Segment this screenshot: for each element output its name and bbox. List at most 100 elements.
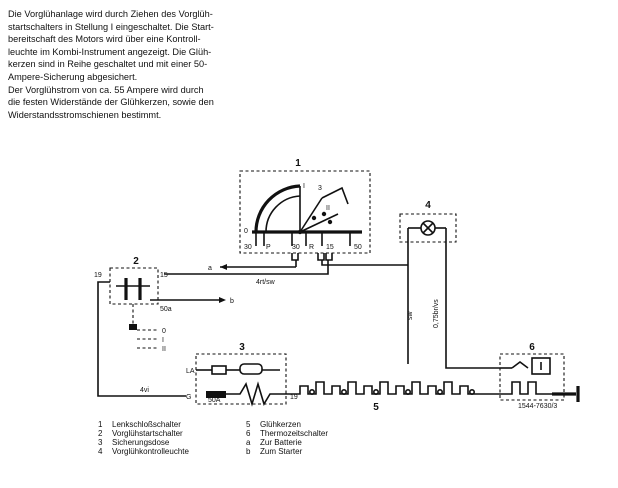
description-line: kerzen sind in Reihe geschaltet und mit …: [8, 59, 208, 70]
fuse-g: G: [186, 394, 191, 401]
legend-item: 1 Lenkschloßschalter: [98, 420, 189, 429]
legend-number: 1: [98, 420, 103, 429]
legend-number: 5: [246, 420, 251, 429]
description-line: Widerstandsstromschienen bestimmt.: [8, 109, 162, 120]
fuse-box-housing: [195, 353, 287, 405]
description-line: Ampere-Sicherung abgesichert.: [8, 71, 138, 82]
component-number-1: 1: [295, 158, 301, 169]
fuse-19: 19: [290, 394, 298, 401]
description-line: Der Vorglühstrom von ca. 55 Ampere wird …: [8, 84, 204, 95]
position-label: 0: [244, 228, 248, 235]
position-label: I: [303, 183, 305, 190]
description-line: die festen Widerstände der Glühkerzen, s…: [8, 97, 214, 108]
legend-text: Sicherungsdose: [112, 438, 170, 447]
timer-contact: [511, 361, 529, 369]
terminal-label: 30: [244, 244, 252, 251]
position-label: II: [326, 205, 330, 212]
wire-label-br-vs: 0,75br/vs: [433, 299, 440, 328]
description-line: Die Vorglühanlage wird durch Ziehen des …: [8, 9, 213, 19]
fuse-rating: 50A: [208, 397, 221, 404]
preglow-switch-2: 2 19 15 50a 0 I II: [94, 256, 172, 353]
contact-dot: [321, 211, 327, 217]
terminal-b: b: [230, 298, 234, 305]
pull-knob: [129, 324, 137, 330]
timer-heater: [500, 381, 552, 395]
lamp-housing: [399, 213, 457, 243]
legend-number: b: [246, 447, 251, 456]
wire-br-vs: [445, 228, 500, 369]
legend-item: 3 Sicherungsdose: [98, 438, 189, 447]
terminal-label: 15: [326, 244, 334, 251]
position-label: 0: [162, 328, 166, 335]
indicator-lamp-4: 4: [399, 200, 457, 243]
switch-arc: [254, 184, 301, 233]
pivot-dot: [297, 229, 303, 235]
terminal-19: 19: [94, 272, 102, 279]
fuse-box-3: 3 LA G 50A 19: [186, 342, 298, 407]
description-text: Die Vorglühanlage wird durch Ziehen des …: [8, 8, 278, 121]
plug-terminal: [308, 388, 315, 395]
position-label: II: [162, 346, 166, 353]
switch-housing-2: [109, 267, 159, 305]
plug-terminal: [404, 388, 411, 395]
legend-item: a Zur Batterie: [246, 438, 328, 447]
thermo-timer-6: 6 1544-7630/3: [499, 342, 580, 410]
wire-label-rt-sw: 4rt/sw: [256, 279, 276, 286]
description-line: leuchte im Kombi-Instrument angezeigt. D…: [8, 46, 212, 57]
plug-terminal: [468, 388, 475, 395]
contact-dot: [311, 215, 317, 221]
position-ray: [299, 197, 323, 233]
resistor: [211, 365, 227, 375]
lamp-cross: [422, 222, 434, 234]
diagram-id: 1544-7630/3: [518, 403, 557, 410]
terminal-a: a: [208, 265, 212, 272]
description-line: bereitschaft des Motors wird über eine K…: [8, 34, 201, 45]
component-number-3: 3: [239, 342, 245, 353]
legend-number: 2: [98, 429, 103, 438]
start-pointer: [321, 186, 349, 205]
fuse-la: LA: [186, 368, 195, 375]
terminal-label: 30: [292, 244, 300, 251]
component-number-6: 6: [529, 342, 535, 353]
arrow-b: [219, 297, 226, 303]
legend-number: 4: [98, 447, 103, 456]
description-line: startschalters in Stellung I eingeschalt…: [8, 21, 214, 32]
legend-text: Zur Batterie: [260, 438, 302, 447]
component-number-4: 4: [425, 200, 431, 211]
legend-number: 6: [246, 429, 251, 438]
wire-label-sw: sw: [407, 311, 414, 321]
terminal-label: P: [266, 244, 271, 251]
position-ray: [299, 213, 339, 233]
arrow-a: [220, 264, 227, 270]
component-number-5: 5: [373, 402, 379, 413]
component-number-2: 2: [133, 256, 139, 267]
wire-label-vi: 4vi: [140, 387, 149, 394]
terminal-15: 15: [160, 272, 168, 279]
legend-text: Thermozeitschalter: [260, 429, 329, 438]
bimetal-element: [531, 357, 551, 375]
terminal-label: 50: [354, 244, 362, 251]
glow-plug-chain: [286, 381, 500, 395]
position-label-3: 3: [318, 185, 322, 192]
switch-arc-inner: [265, 195, 301, 233]
legend-text: Vorglühkontrolleuchte: [112, 447, 189, 456]
legend-item: 6 Thermozeitschalter: [246, 429, 328, 438]
plug-terminal: [372, 388, 379, 395]
terminal-label: R: [309, 244, 314, 251]
plug-tab: [325, 253, 333, 261]
ignition-switch-1: 1 I II 0 3: [239, 158, 371, 261]
legend-number: a: [246, 438, 251, 447]
terminal-50a: 50a: [160, 306, 172, 313]
wire: [321, 260, 408, 266]
legend-number: 3: [98, 438, 103, 447]
fuse-50a: [206, 391, 226, 398]
plug-tab: [291, 253, 299, 261]
contact-dot: [327, 219, 333, 225]
wire-vi: [97, 281, 186, 397]
legend-text: Lenkschloßschalter: [112, 420, 181, 429]
